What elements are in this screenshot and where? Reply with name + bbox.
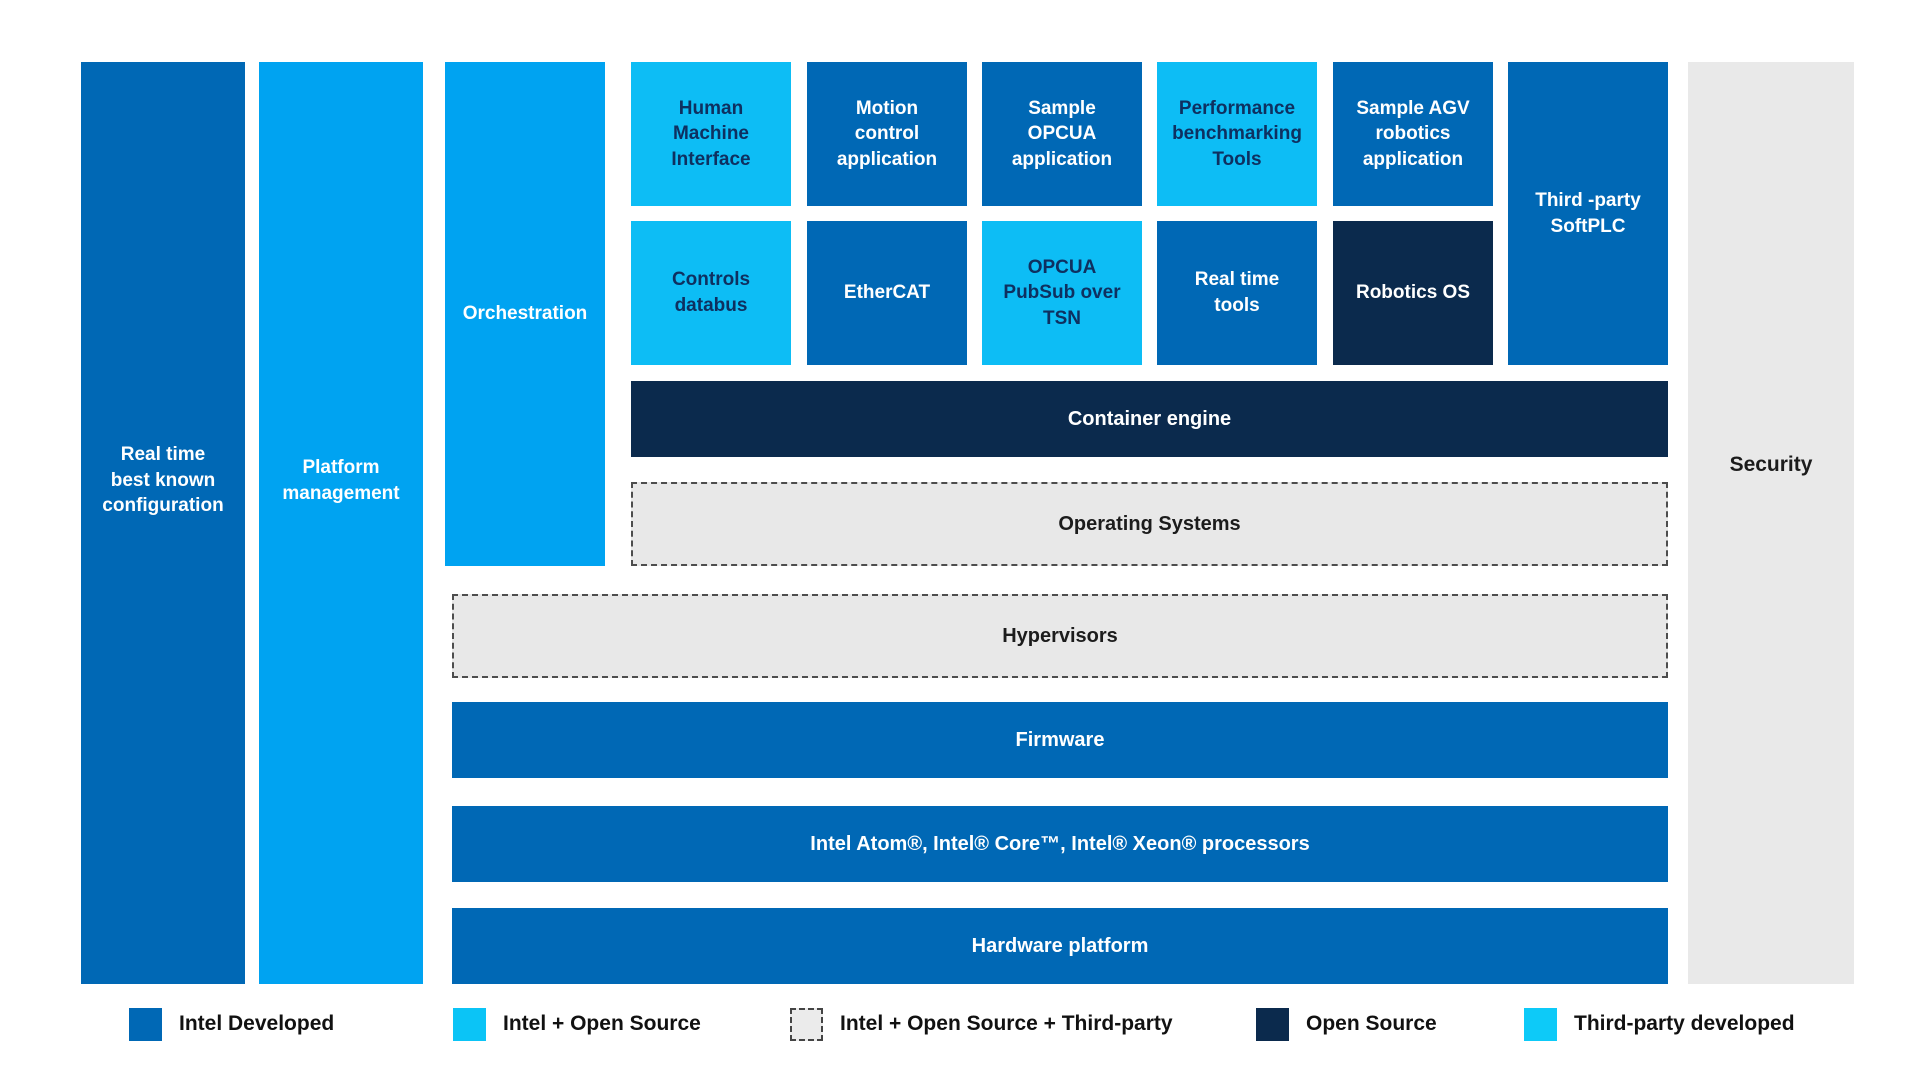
legend-swatch-third-party-developed bbox=[1524, 1007, 1557, 1041]
box-robotics-os: Robotics OS bbox=[1333, 221, 1493, 365]
box-label: Third -party SoftPLC bbox=[1535, 189, 1641, 237]
legend-label: Intel + Open Source + Third-party bbox=[840, 1012, 1173, 1035]
legend-swatch-intel-developed bbox=[129, 1007, 162, 1041]
box-sample-agv-robotics-application: Sample AGV robotics application bbox=[1333, 62, 1493, 206]
bar-firmware: Firmware bbox=[452, 702, 1668, 778]
box-label: EtherCAT bbox=[843, 282, 931, 304]
box-label: Controls databus bbox=[671, 269, 751, 316]
box-controls-databus: Controls databus bbox=[631, 221, 791, 365]
column-label: Real time best known configuration bbox=[102, 444, 224, 517]
box-third-party-softplc: Third -party SoftPLC bbox=[1508, 62, 1668, 365]
legend-item-intel-open-source: Intel + Open Source bbox=[453, 1006, 701, 1042]
column-real-time-best-known-configuration: Real time best known configuration bbox=[81, 62, 245, 984]
bar-operating-systems: Operating Systems bbox=[631, 482, 1668, 566]
legend-item-intel-developed: Intel Developed bbox=[129, 1006, 334, 1042]
legend-swatch-intel-open-source-third-party bbox=[790, 1007, 823, 1041]
legend-swatch-intel-open-source bbox=[453, 1007, 486, 1041]
box-label: Motion control application bbox=[836, 97, 938, 170]
box-real-time-tools: Real time tools bbox=[1157, 221, 1317, 365]
column-orchestration: Orchestration bbox=[445, 62, 605, 566]
box-ethercat: EtherCAT bbox=[807, 221, 967, 365]
legend-label: Intel Developed bbox=[179, 1012, 335, 1035]
bar-label: Hypervisors bbox=[1002, 624, 1118, 647]
box-label: Real time tools bbox=[1194, 269, 1280, 316]
box-human-machine-interface: Human Machine Interface bbox=[631, 62, 791, 206]
column-label: Security bbox=[1729, 453, 1813, 477]
box-label: Sample AGV robotics application bbox=[1356, 97, 1470, 170]
column-label: Platform management bbox=[282, 456, 400, 504]
legend-label: Intel + Open Source bbox=[503, 1012, 701, 1035]
bar-container-engine: Container engine bbox=[631, 381, 1668, 457]
column-platform-management: Platform management bbox=[259, 62, 423, 984]
bar-label: Intel Atom®, Intel® Core™, Intel® Xeon® … bbox=[810, 832, 1310, 855]
box-performance-benchmarking-tools: Performance benchmarking Tools bbox=[1157, 62, 1317, 206]
column-label: Orchestration bbox=[462, 303, 588, 325]
box-label: Robotics OS bbox=[1355, 282, 1470, 304]
box-label: OPCUA PubSub over TSN bbox=[1003, 256, 1121, 329]
bar-hypervisors: Hypervisors bbox=[452, 594, 1668, 678]
box-motion-control-application: Motion control application bbox=[807, 62, 967, 206]
legend-label: Third-party developed bbox=[1574, 1012, 1795, 1035]
legend-item-third-party-developed: Third-party developed bbox=[1524, 1006, 1795, 1042]
box-label: Sample OPCUA application bbox=[1011, 97, 1113, 170]
box-sample-opcua-application: Sample OPCUA application bbox=[982, 62, 1142, 206]
legend-swatch-open-source bbox=[1256, 1007, 1289, 1041]
bar-label: Operating Systems bbox=[1058, 512, 1241, 535]
legend-item-open-source: Open Source bbox=[1256, 1006, 1437, 1042]
bar-label: Firmware bbox=[1015, 728, 1105, 751]
bar-label: Container engine bbox=[1067, 407, 1232, 430]
legend-label: Open Source bbox=[1306, 1012, 1437, 1035]
column-security: Security bbox=[1688, 62, 1854, 984]
bar-label: Hardware platform bbox=[971, 934, 1149, 957]
bar-intel-processors: Intel Atom®, Intel® Core™, Intel® Xeon® … bbox=[452, 806, 1668, 882]
bar-hardware-platform: Hardware platform bbox=[452, 908, 1668, 984]
box-label: Performance benchmarking Tools bbox=[1172, 97, 1302, 170]
box-opcua-pubsub-over-tsn: OPCUA PubSub over TSN bbox=[982, 221, 1142, 365]
box-label: Human Machine Interface bbox=[671, 97, 751, 170]
legend-item-intel-open-source-third-party: Intel + Open Source + Third-party bbox=[790, 1006, 1173, 1042]
